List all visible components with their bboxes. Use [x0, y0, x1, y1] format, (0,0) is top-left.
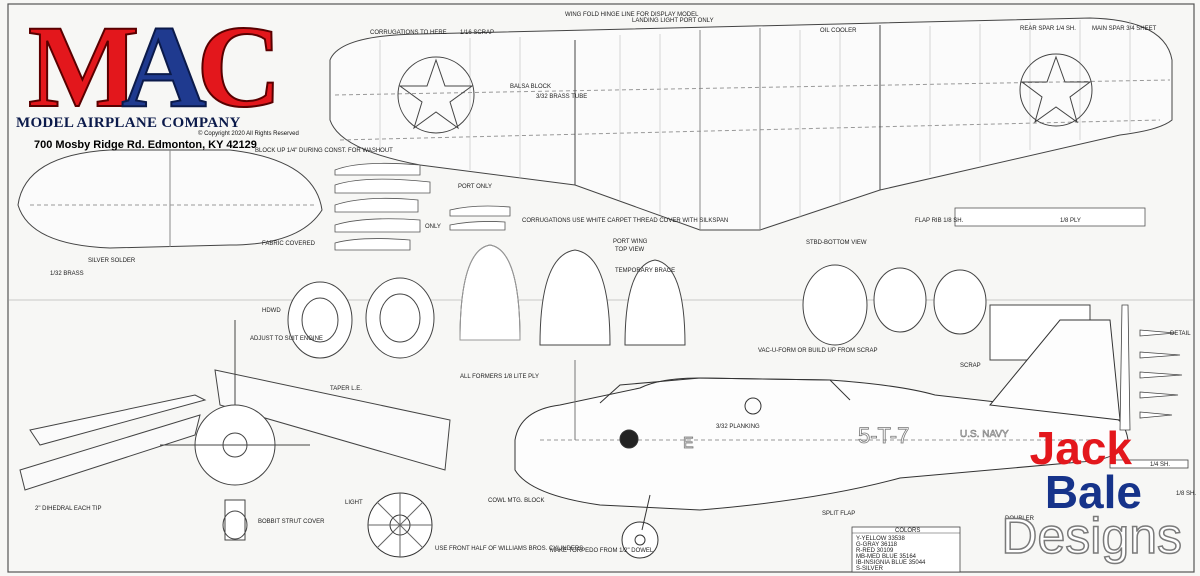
note: CORRUGATIONS TO HERE	[370, 30, 447, 36]
mac-letter-c: C	[196, 1, 283, 132]
drawing-border	[7, 3, 1195, 573]
note: PORT ONLY	[458, 184, 492, 190]
note: MAKE TORPEDO FROM 1/2" DOWEL	[550, 548, 654, 554]
note: SCRAP	[960, 363, 981, 369]
note: 1/32 BRASS	[50, 271, 84, 277]
colors-row: MB-MED BLUE 35164	[856, 554, 917, 560]
copyright-notice: © Copyright 2020 All Rights Reserved	[198, 131, 299, 137]
designer-logo: Jack Bale Designs	[922, 422, 1183, 576]
note: DETAIL	[1170, 331, 1191, 337]
note: 1/16 SCRAP	[460, 30, 494, 36]
colors-table: COLORS Y-YELLOW 33538 G-GRAY 36118 R-RED…	[851, 526, 961, 573]
note: 1/8 PLY	[1060, 218, 1081, 224]
designer-last-name: Bale	[1044, 466, 1142, 518]
mac-monogram: MAC	[27, 1, 283, 132]
mac-letter-m: M	[27, 1, 140, 132]
radial-engine-drawing	[367, 492, 433, 558]
colors-row: Y-YELLOW 33538	[856, 536, 905, 542]
note: TAPER L.E.	[330, 386, 362, 392]
note: VAC-U-FORM OR BUILD UP FROM SCRAP	[758, 348, 877, 354]
colors-row: G-GRAY 36118	[856, 542, 898, 548]
wing-plan-view	[329, 17, 1173, 231]
note: WING FOLD HINGE LINE FOR DISPLAY MODEL	[565, 12, 699, 18]
note: ONLY	[425, 224, 441, 230]
fuselage-side-view	[514, 319, 1129, 559]
note: 1/4 SH.	[1150, 462, 1170, 468]
note: 2" DIHEDRAL EACH TIP	[35, 506, 101, 512]
note: ALL FORMERS 1/8 LITE PLY	[460, 374, 539, 380]
stabilizer-plan-view	[17, 149, 323, 249]
designer-designs-word: Designs	[1001, 508, 1183, 564]
note: BOBBIT STRUT COVER	[258, 519, 325, 525]
mac-logo: MAC MODEL AIRPLANE COMPANY © Copyright 2…	[10, 1, 310, 158]
colors-table-title: COLORS	[895, 528, 920, 534]
note: BLOCK UP 1/4" DURING CONST. FOR WASHOUT	[255, 148, 393, 154]
colors-row: IB-INSIGNIA BLUE 35044	[856, 560, 926, 566]
note: MAIN SPAR 3/4 SHEET	[1092, 26, 1157, 32]
note: DOUBLER	[1005, 516, 1035, 522]
colors-row: S-SILVER	[856, 566, 884, 572]
note: OIL COOLER	[820, 28, 857, 34]
note: COWL MTG. BLOCK	[488, 498, 544, 504]
plan-notes: CORRUGATIONS TO HERE WING FOLD HINGE LIN…	[35, 12, 1196, 554]
note: REAR SPAR 1/4 SH.	[1020, 26, 1076, 32]
propeller-blade-templates	[1109, 304, 1189, 469]
note: LIGHT	[345, 500, 363, 506]
front-view	[19, 320, 451, 541]
rib-templates	[334, 162, 1146, 251]
note: FLAP RIB 1/8 SH.	[915, 218, 964, 224]
hull-number: 5-T-7	[858, 423, 909, 448]
note: 3/32 PLANKING	[716, 424, 760, 430]
colors-row: R-RED 30109	[856, 548, 894, 554]
note: USE FRONT HALF OF WILLIAMS BROS. CYLINDE…	[435, 546, 583, 552]
stbd-bottom-title: STBD-BOTTOM VIEW	[806, 240, 867, 246]
note: BALSA BLOCK	[510, 84, 551, 90]
top-view-title: TOP VIEW	[615, 247, 644, 253]
mac-letter-a: A	[120, 1, 207, 132]
designer-first-name: Jack	[1029, 422, 1132, 474]
note: SPLIT FLAP	[822, 511, 855, 517]
note: CORRUGATIONS USE WHITE CARPET THREAD COV…	[522, 218, 728, 224]
note: SILVER SOLDER	[88, 258, 136, 264]
blue-letter-marking: E	[683, 435, 694, 452]
port-wing-title: PORT WING	[613, 239, 648, 245]
company-name: MODEL AIRPLANE COMPANY	[16, 115, 241, 131]
fuselage-formers	[287, 244, 1091, 361]
note: FABRIC COVERED	[262, 241, 316, 247]
note: HDWD	[262, 308, 281, 314]
note: ADJUST TO SUIT ENGINE	[250, 336, 323, 342]
view-titles: PORT WING TOP VIEW STBD-BOTTOM VIEW 5-T-…	[613, 239, 1009, 452]
service-marking: U.S. NAVY	[960, 429, 1009, 440]
note: 3/32 BRASS TUBE	[536, 94, 587, 100]
note: LANDING LIGHT PORT ONLY	[632, 18, 714, 24]
note: TEMPORARY BRACE	[615, 268, 675, 274]
company-address: 700 Mosby Ridge Rd. Edmonton, KY 42129	[34, 139, 257, 151]
note: 1/8 SH.	[1176, 491, 1196, 497]
